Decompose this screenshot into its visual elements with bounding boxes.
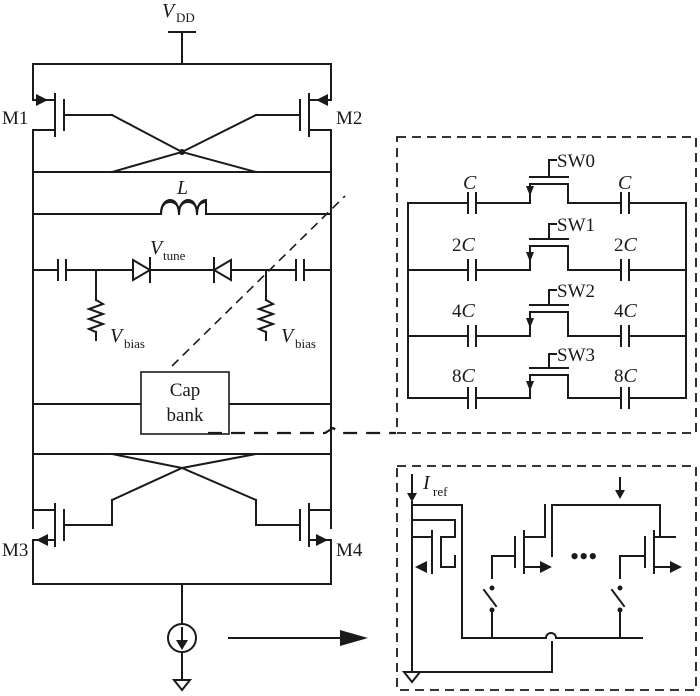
switch-sw0-label: SW0	[557, 151, 595, 172]
mirror-transistor-n	[610, 504, 682, 639]
vbias-right-label: V	[281, 325, 296, 347]
mirror-transistor-1	[482, 504, 552, 639]
cap-row-1-left-label: 2C	[452, 234, 476, 256]
vtune-subscript: tune	[163, 248, 186, 263]
m2-label: M2	[336, 108, 362, 129]
varactor-branch: V tune	[32, 237, 332, 283]
mirror-transistor-ref	[411, 519, 456, 574]
bias-resistor-right: V bias	[256, 269, 316, 351]
cap-row-3: 8C 8C SW3	[407, 345, 687, 409]
transistor-m1: M1	[2, 93, 113, 137]
vbias-left-subscript: bias	[124, 336, 145, 351]
m1-label: M1	[2, 108, 28, 129]
transistor-m3: M3	[2, 499, 113, 561]
vdd-supply: V DD	[162, 0, 196, 65]
cap-row-1-right-label: 2C	[614, 234, 638, 256]
cap-row-0: C C SW0	[407, 151, 687, 214]
cap-row-3-left-label: 8C	[452, 365, 476, 387]
arrow-to-mirror	[228, 630, 368, 646]
cap-bank-detail: C C SW0 2C 2C SW1	[396, 136, 697, 434]
switch-sw3-label: SW3	[557, 345, 595, 366]
bias-resistor-left: V bias	[86, 269, 145, 351]
m4-label: M4	[336, 540, 363, 561]
ellipsis: •••	[570, 542, 597, 571]
switch-sw1-label: SW1	[557, 215, 595, 236]
vdd-label: V	[162, 0, 177, 22]
current-mirror-detail: I ref	[396, 465, 697, 691]
tail-current-source	[32, 539, 332, 692]
cap-bank-label-line1: Cap	[170, 380, 201, 401]
inductor-label: L	[176, 177, 188, 199]
vbias-right-subscript: bias	[295, 336, 316, 351]
switch-sw2-label: SW2	[557, 281, 595, 302]
cap-bank-label-line2: bank	[167, 405, 204, 426]
cap-row-3-right-label: 8C	[614, 365, 638, 387]
iref-subscript: ref	[433, 484, 448, 499]
transistor-m2: M2	[255, 93, 362, 137]
vbias-left-label: V	[110, 325, 125, 347]
cap-row-0-right-label: C	[618, 172, 632, 194]
cap-row-1: 2C 2C SW1	[429, 215, 665, 281]
cross-coupling-bottom	[32, 452, 332, 502]
cap-row-2: 4C 4C SW2	[429, 281, 665, 347]
cap-row-2-left-label: 4C	[452, 300, 476, 322]
tank-rails	[32, 63, 332, 529]
zoom-lines	[171, 195, 396, 435]
m3-label: M3	[2, 540, 28, 561]
inductor-l: L	[32, 177, 332, 216]
cap-bank-box	[140, 371, 230, 435]
transistor-m4: M4	[255, 499, 363, 561]
vtune-label: V	[150, 237, 165, 259]
vdd-subscript: DD	[176, 10, 195, 25]
cap-row-0-left-label: C	[463, 172, 477, 194]
cross-coupling-top	[32, 113, 332, 174]
iref-label: I	[422, 472, 431, 494]
cap-bank: Cap bank	[32, 371, 332, 435]
cap-row-2-right-label: 4C	[614, 300, 638, 322]
